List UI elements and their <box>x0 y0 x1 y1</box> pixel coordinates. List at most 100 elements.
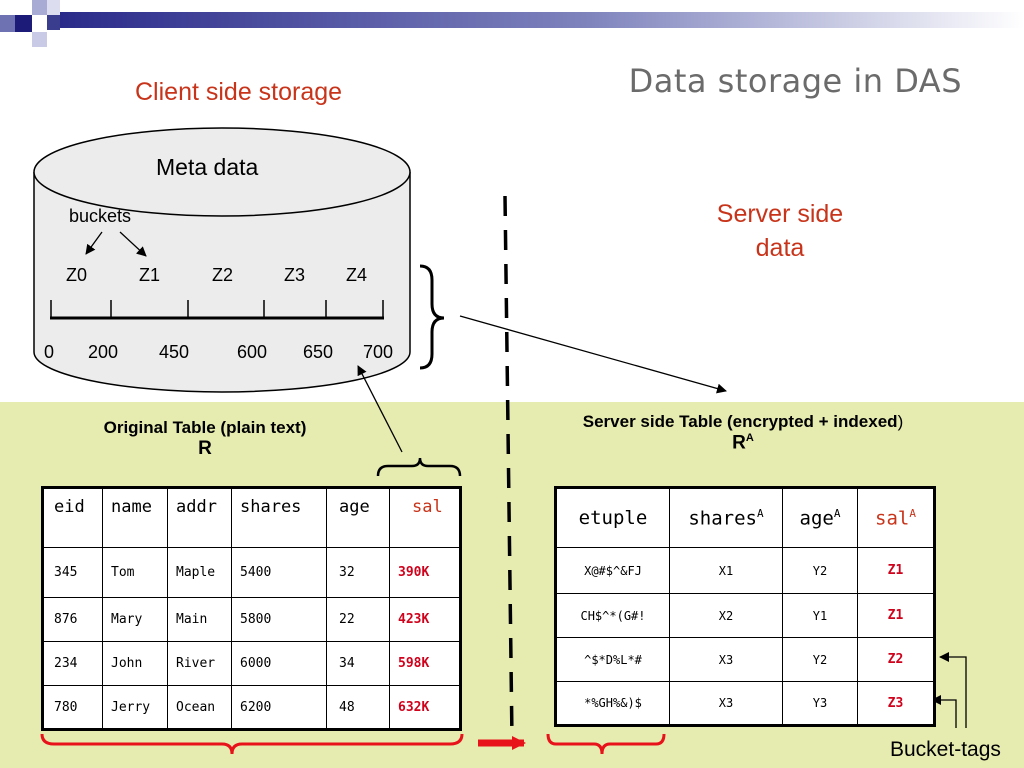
table-row: *%GH%&)$ X3 Y3 Z3 <box>555 681 935 726</box>
table-row: ^$*D%L*# X3 Y2 Z2 <box>555 637 935 682</box>
cell-shares-a: X3 <box>669 681 783 726</box>
table-row: 345 Tom Maple 5400 32 390K <box>42 547 461 598</box>
cell-name: Jerry <box>102 685 168 730</box>
bucket-id-z2: Z2 <box>212 265 234 285</box>
cell-addr: Maple <box>167 547 232 598</box>
cell-etuple: *%GH%&)$ <box>555 681 670 726</box>
cell-age-a: Y2 <box>782 547 858 594</box>
cell-name: John <box>102 641 168 686</box>
bucket-id-z3: Z3 <box>284 265 306 285</box>
metadata-cylinder <box>33 127 411 393</box>
server-table-name: R <box>732 432 746 454</box>
cell-shares: 5400 <box>231 547 327 598</box>
title-bar-decoration <box>0 0 1024 47</box>
header-sal-a: salA <box>857 487 935 548</box>
metadata-to-server-arrow <box>459 315 727 394</box>
slide-title: Data storage in DAS <box>628 62 962 100</box>
bucket-axis <box>50 300 384 320</box>
cell-shares-a: X1 <box>669 547 783 594</box>
header-shares-a: sharesA <box>669 487 783 548</box>
bucket-id-z0: Z0 <box>66 265 88 285</box>
header-sal: sal <box>389 487 461 548</box>
header-age-a: ageA <box>782 487 858 548</box>
header-etuple-text: etuple <box>578 507 648 529</box>
cell-shares-a: X2 <box>669 593 783 638</box>
original-table-caption-text: Original Table (plain text) <box>103 418 307 437</box>
header-eid: eid <box>42 487 103 548</box>
server-table-header-row: etuple sharesA ageA salA <box>555 487 935 548</box>
server-table: etuple sharesA ageA salA X@#$^&FJ X1 Y2 … <box>554 486 936 727</box>
client-side-label: Client side storage <box>135 78 343 106</box>
cell-sal-a: Z2 <box>857 637 935 682</box>
cell-age-a: Y1 <box>782 593 858 638</box>
cell-etuple: CH$^*(G#! <box>555 593 670 638</box>
cell-etuple: X@#$^&FJ <box>555 547 670 594</box>
cell-age-a: Y3 <box>782 681 858 726</box>
original-table-red-brace <box>40 733 464 755</box>
server-table-caption-text: Server side Table (encrypted + indexed <box>582 412 898 431</box>
bucket-tag-arrow-upper <box>939 652 967 728</box>
server-table-caption-paren: ) <box>897 412 904 431</box>
cell-eid: 876 <box>42 597 103 642</box>
cell-name: Mary <box>102 597 168 642</box>
boundary-650: 650 <box>303 342 334 362</box>
cell-etuple: ^$*D%L*# <box>555 637 670 682</box>
bucket-id-z4: Z4 <box>346 265 368 285</box>
cell-addr: River <box>167 641 232 686</box>
cell-addr: Ocean <box>167 685 232 730</box>
header-shares-a-sup: A <box>757 506 764 520</box>
boundary-600: 600 <box>237 342 268 362</box>
header-shares-a-text: shares <box>688 507 757 530</box>
bucket-tags-label: Bucket-tags <box>890 738 1001 761</box>
header-sal-a-sup: A <box>909 506 916 520</box>
cell-shares: 5800 <box>231 597 327 642</box>
bucket-arrow-right <box>119 231 147 257</box>
cell-name: Tom <box>102 547 168 598</box>
cell-sal: 423K <box>389 597 461 642</box>
cell-shares: 6200 <box>231 685 327 730</box>
cell-sal-a: Z3 <box>857 681 935 726</box>
original-table: eid name addr shares age sal 345 Tom Map… <box>41 486 462 731</box>
cell-age: 22 <box>326 597 390 642</box>
table-row: 234 John River 6000 34 598K <box>42 641 461 686</box>
cell-shares-a: X3 <box>669 637 783 682</box>
header-age-a-sup: A <box>833 506 841 520</box>
bucket-tag-arrow-lower <box>931 695 957 728</box>
cell-sal: 390K <box>389 547 461 598</box>
original-table-name: R <box>198 438 212 459</box>
header-name: name <box>102 487 168 548</box>
bucket-arrow-left <box>85 231 103 255</box>
cell-sal-a: Z1 <box>857 547 935 594</box>
server-side-label-line2: data <box>755 234 805 262</box>
sal-to-metadata-arrow <box>357 365 403 453</box>
header-sal-a-text: sal <box>875 507 910 530</box>
server-side-label: Server side data <box>690 197 870 265</box>
cell-age: 34 <box>326 641 390 686</box>
header-addr: addr <box>167 487 232 548</box>
original-table-header-row: eid name addr shares age sal <box>42 487 461 548</box>
header-shares: shares <box>231 487 327 548</box>
metadata-brace <box>419 264 445 370</box>
cell-shares: 6000 <box>231 641 327 686</box>
original-table-caption: Original Table (plain text) R <box>74 418 336 460</box>
header-age: age <box>326 487 390 548</box>
meta-data-label: Meta data <box>156 154 259 180</box>
header-age-a-text: age <box>799 507 834 530</box>
cell-age: 48 <box>326 685 390 730</box>
boundary-200: 200 <box>88 342 119 362</box>
table-row: 780 Jerry Ocean 6200 48 632K <box>42 685 461 730</box>
table-row: 876 Mary Main 5800 22 423K <box>42 597 461 642</box>
cell-eid: 345 <box>42 547 103 598</box>
client-server-divider <box>503 195 514 741</box>
boundary-700: 700 <box>363 342 394 362</box>
server-side-label-line1: Server side <box>716 200 844 228</box>
buckets-label: buckets <box>69 206 132 226</box>
header-etuple: etuple <box>555 487 670 548</box>
table-row: X@#$^&FJ X1 Y2 Z1 <box>555 547 935 594</box>
cell-addr: Main <box>167 597 232 642</box>
sal-column-brace <box>376 457 462 477</box>
boundary-0: 0 <box>44 342 55 362</box>
table-row: CH$^*(G#! X2 Y1 Z1 <box>555 593 935 638</box>
cell-sal: 632K <box>389 685 461 730</box>
